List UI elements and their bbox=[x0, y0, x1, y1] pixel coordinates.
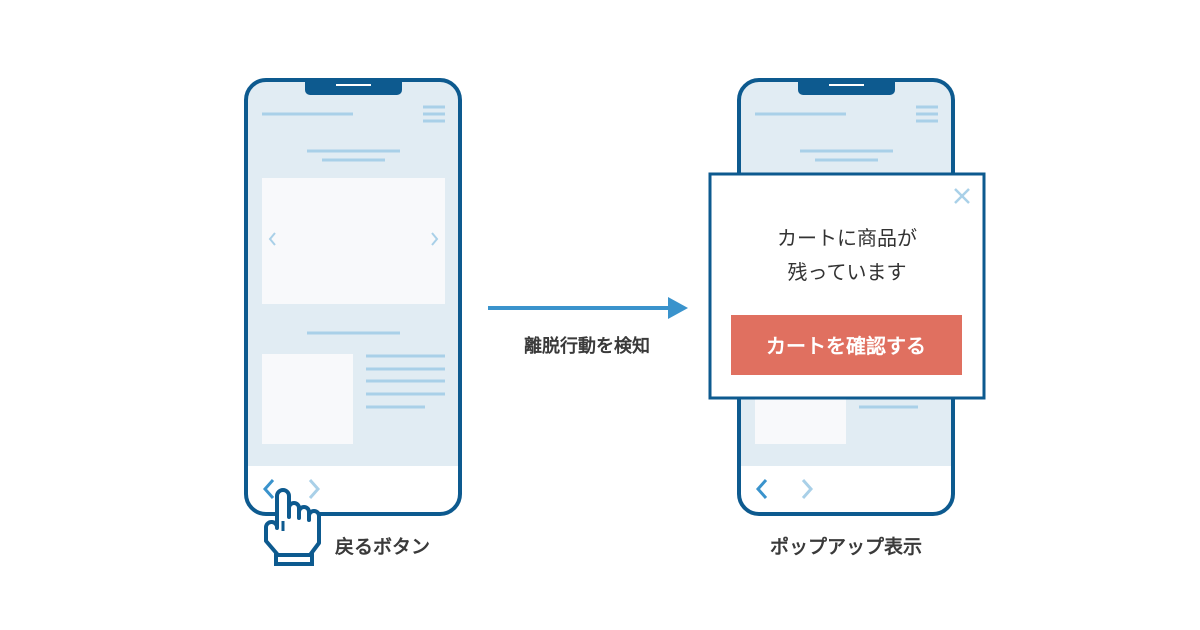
carousel-image bbox=[262, 178, 445, 304]
right-caption: ポップアップ表示 bbox=[770, 535, 922, 558]
menu-icon bbox=[423, 105, 445, 123]
back-button-icon[interactable] bbox=[755, 479, 768, 499]
arrow-head-icon bbox=[668, 297, 688, 319]
forward-button-icon[interactable] bbox=[308, 479, 321, 499]
notch bbox=[305, 80, 402, 95]
chevron-right-icon bbox=[431, 232, 439, 246]
chevron-left-icon bbox=[268, 232, 276, 246]
left-phone: 戻るボタン bbox=[244, 78, 462, 566]
hand-pointer-icon bbox=[264, 488, 321, 566]
flow-arrow: 離脱行動を検知 bbox=[488, 297, 688, 357]
thumbnail bbox=[262, 354, 353, 444]
view-cart-button-label[interactable]: カートを確認する bbox=[766, 334, 926, 358]
close-icon[interactable] bbox=[954, 188, 970, 204]
back-button-icon[interactable] bbox=[262, 479, 275, 499]
arrow-label: 離脱行動を検知 bbox=[524, 335, 650, 357]
popup-message-line2: 残っています bbox=[788, 260, 907, 284]
forward-button-icon[interactable] bbox=[801, 479, 814, 499]
left-caption: 戻るボタン bbox=[335, 535, 430, 558]
view-cart-button[interactable] bbox=[731, 315, 962, 375]
notch bbox=[798, 80, 895, 95]
menu-icon bbox=[916, 105, 938, 123]
popup-message-line1: カートに商品が bbox=[777, 226, 917, 250]
cart-popup: カートに商品が 残っています カートを確認する bbox=[708, 172, 986, 400]
